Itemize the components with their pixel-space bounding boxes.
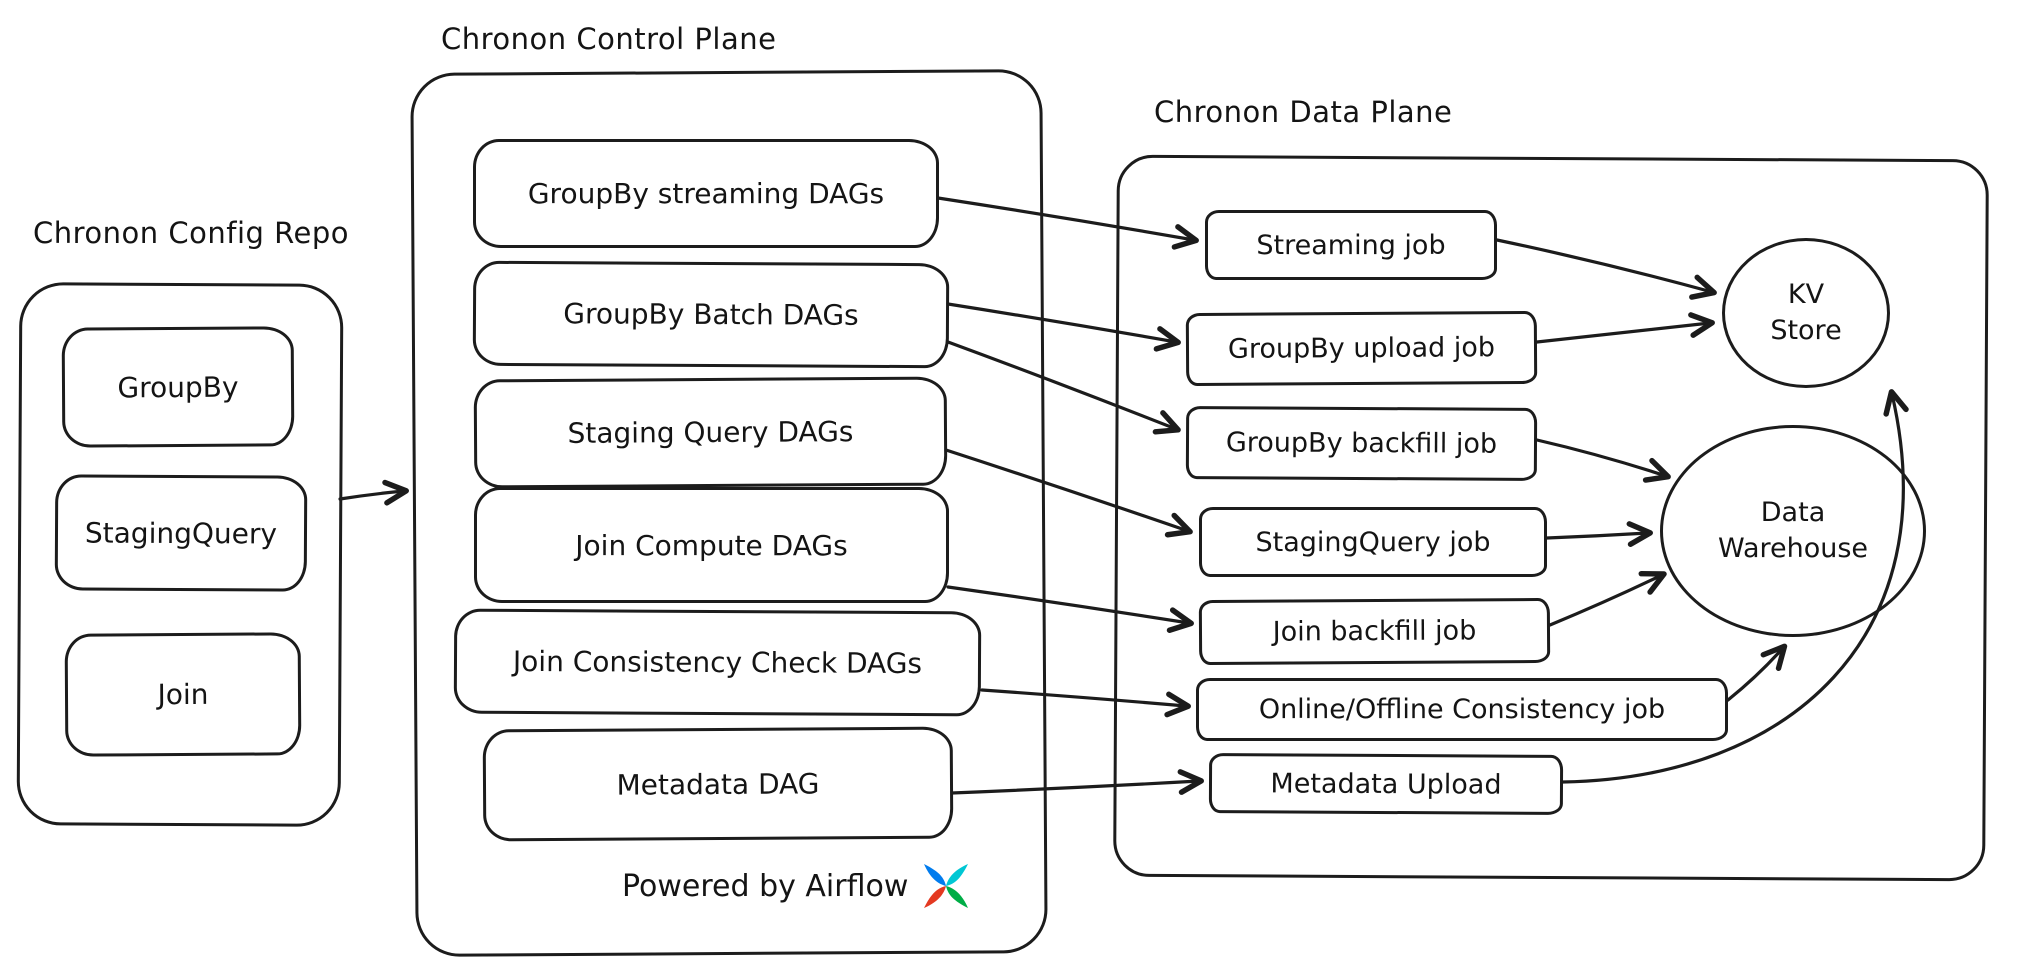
node-data-warehouse: Data Warehouse <box>1660 425 1926 637</box>
node-metadata-dag-label: Metadata DAG <box>616 766 820 802</box>
node-join-backfill-job: Join backfill job <box>1198 597 1551 666</box>
node-kv-store: KV Store <box>1722 238 1890 388</box>
control-plane-title: Chronon Control Plane <box>441 22 777 56</box>
config-repo-title: Chronon Config Repo <box>33 216 349 250</box>
node-data-warehouse-line1: Data <box>1760 496 1826 528</box>
airflow-logo-icon <box>922 862 970 910</box>
node-staging-query-dags: Staging Query DAGs <box>473 376 948 489</box>
node-groupby-streaming-dags-label: GroupBy streaming DAGs <box>527 177 885 210</box>
node-stagingquery-job: StagingQuery job <box>1199 507 1547 577</box>
node-join-consistency-check-dags: Join Consistency Check DAGs <box>453 608 982 717</box>
node-metadata-upload: Metadata Upload <box>1208 753 1564 815</box>
node-kv-store-line1: KV <box>1787 278 1825 310</box>
powered-by-airflow: Powered by Airflow <box>622 858 970 914</box>
node-kv-store-line2: Store <box>1770 315 1842 346</box>
node-groupby-backfill-job: GroupBy backfill job <box>1185 406 1538 481</box>
node-groupby: GroupBy <box>61 326 295 448</box>
node-groupby-label: GroupBy <box>117 370 239 404</box>
node-groupby-upload-job-label: GroupBy upload job <box>1227 332 1496 365</box>
node-groupby-streaming-dags: GroupBy streaming DAGs <box>473 139 939 248</box>
node-metadata-upload-label: Metadata Upload <box>1270 767 1502 801</box>
node-stagingquery-job-label: StagingQuery job <box>1255 526 1491 558</box>
node-groupby-upload-job: GroupBy upload job <box>1185 310 1538 387</box>
node-streaming-job: Streaming job <box>1205 210 1497 280</box>
node-online-offline-consistency-job: Online/Offline Consistency job <box>1196 678 1728 741</box>
node-streaming-job-label: Streaming job <box>1256 229 1446 261</box>
data-plane-title: Chronon Data Plane <box>1154 95 1453 129</box>
edge-config-to-control <box>338 479 409 506</box>
node-join-backfill-job-label: Join backfill job <box>1272 615 1477 648</box>
node-join-compute-dags: Join Compute DAGs <box>474 487 949 603</box>
node-online-offline-consistency-job-label: Online/Offline Consistency job <box>1258 694 1666 725</box>
node-stagingquery: StagingQuery <box>54 474 308 592</box>
node-stagingquery-label: StagingQuery <box>84 515 278 551</box>
node-groupby-batch-dags: GroupBy Batch DAGs <box>472 260 950 369</box>
node-join-compute-dags-label: Join Compute DAGs <box>575 528 848 562</box>
node-staging-query-dags-label: Staging Query DAGs <box>567 415 854 450</box>
node-data-warehouse-line2: Warehouse <box>1717 533 1869 564</box>
node-join-label: Join <box>157 677 209 712</box>
node-metadata-dag: Metadata DAG <box>482 726 954 842</box>
node-groupby-backfill-job-label: GroupBy backfill job <box>1225 427 1498 460</box>
node-groupby-batch-dags-label: GroupBy Batch DAGs <box>563 297 859 332</box>
node-join: Join <box>64 632 302 757</box>
node-join-consistency-check-dags-label: Join Consistency Check DAGs <box>512 644 923 681</box>
powered-by-airflow-label: Powered by Airflow <box>622 868 909 904</box>
